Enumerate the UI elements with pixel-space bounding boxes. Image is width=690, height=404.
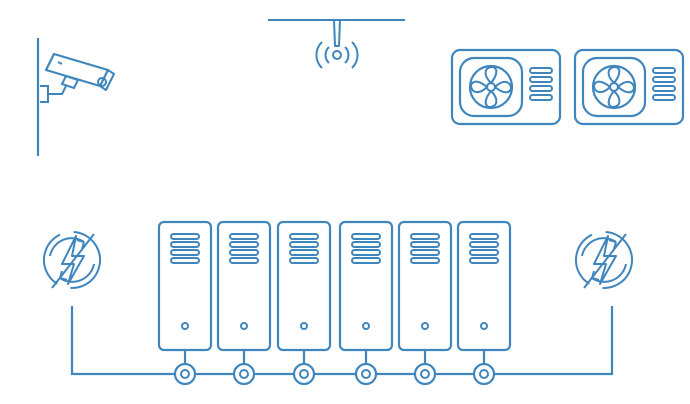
power-cycle-icon bbox=[32, 220, 112, 300]
security-camera-icon bbox=[38, 38, 114, 156]
network-cable bbox=[72, 306, 172, 374]
network-junction-node bbox=[354, 362, 378, 386]
network-junction-node bbox=[173, 362, 197, 386]
server-rack-icon bbox=[456, 220, 512, 352]
wireless-sensor-icon bbox=[268, 20, 405, 68]
ac-outdoor-unit-icon bbox=[573, 48, 685, 126]
server-rack-icon bbox=[397, 220, 453, 352]
ac-outdoor-unit-icon bbox=[450, 48, 562, 126]
server-rack-icon bbox=[157, 220, 213, 352]
server-rack-icon bbox=[338, 220, 394, 352]
network-cable bbox=[496, 306, 612, 374]
network-junction-node bbox=[292, 362, 316, 386]
network-junction-node bbox=[232, 362, 256, 386]
power-cycle-icon bbox=[564, 220, 644, 300]
server-rack-icon bbox=[276, 220, 332, 352]
server-rack-row bbox=[157, 220, 512, 386]
network-junction-node bbox=[472, 362, 496, 386]
server-rack-icon bbox=[216, 220, 272, 352]
network-junction-node bbox=[413, 362, 437, 386]
